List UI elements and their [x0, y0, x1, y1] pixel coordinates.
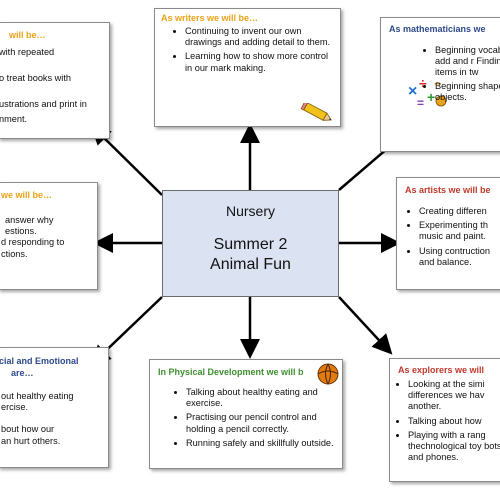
ball-icon: [317, 363, 339, 385]
box-line: bout how our: [1, 424, 55, 435]
svg-text:÷: ÷: [419, 75, 427, 91]
list-item: Experimenting th music and paint.: [419, 220, 500, 242]
box-artists: As artists we will be Creating differen …: [396, 177, 500, 290]
box-personal-social-emotional: cial and Emotional are… out healthy eati…: [0, 347, 109, 468]
box-line: d responding to: [1, 237, 65, 248]
box-title: In Physical Development we will b: [158, 367, 304, 377]
box-line: estions.: [5, 226, 37, 237]
center-topic-box: Nursery Summer 2 Animal Fun: [162, 190, 339, 297]
list-item: Talking about healthy eating and exercis…: [186, 387, 338, 409]
list-item: Beginning shapes of objects.: [435, 81, 500, 103]
box-title: As artists we will be: [405, 185, 491, 195]
svg-text:=: =: [417, 96, 424, 110]
list-item: Looking at the simi differences we hav a…: [408, 379, 500, 413]
list-item: Continuing to invent our own drawings an…: [185, 26, 336, 48]
list-item: Creating differen: [419, 206, 500, 217]
box-line: an hurt others.: [1, 435, 61, 446]
svg-text:+: +: [427, 89, 435, 105]
list-item: Learning how to show more control in our…: [185, 51, 336, 73]
box-title: cial and Emotional: [0, 356, 79, 366]
svg-text:×: ×: [408, 83, 417, 100]
box-line: with repeated: [0, 47, 55, 57]
box-line: ustrations and print in: [0, 99, 87, 110]
svg-text:−: −: [434, 76, 442, 91]
box-title: As explorers we will: [398, 365, 485, 375]
list-item: Practising our pencil control and holdin…: [186, 412, 338, 434]
arrow-down-right: [338, 296, 393, 355]
box-line: ercise.: [1, 402, 29, 413]
list-item: Talking about how: [408, 416, 500, 427]
box-line: nment.: [0, 113, 28, 124]
box-title: As mathematicians we: [389, 24, 486, 34]
list-item: Using contruction and balance.: [419, 246, 500, 268]
box-explorers: As explorers we will Looking at the simi…: [389, 358, 500, 482]
box-mathematicians: As mathematicians we × ÷ + − = Beginning…: [380, 17, 500, 152]
box-writers: As writers we will be… Continuing to inv…: [154, 8, 341, 127]
list-item: Playing with a rang thechnological toy b…: [408, 430, 500, 464]
center-topic: Animal Fun: [210, 256, 291, 273]
box-line: ctions.: [1, 248, 28, 259]
box-line: o treat books with: [0, 73, 72, 84]
box-title: are…: [11, 368, 34, 378]
arrow-up-left: [90, 124, 163, 196]
box-physical-development: In Physical Development we will b Talkin…: [149, 359, 343, 469]
pencil-icon: [300, 103, 332, 121]
box-title: As writers we will be…: [161, 13, 259, 23]
box-line: out healthy eating: [1, 391, 74, 401]
box-communication: we will be… answer why estions. d respon…: [0, 182, 98, 290]
maths-symbols-icon: × ÷ + − =: [408, 75, 447, 110]
center-title: Nursery: [225, 203, 275, 219]
box-top-left: will be… with repeated o treat books wit…: [0, 22, 110, 139]
center-term: Summer 2: [213, 236, 288, 253]
box-title: we will be…: [1, 190, 53, 200]
list-item: Beginning vocabular add and r Finding th…: [435, 45, 500, 79]
list-item: Running safely and skillfully outside.: [186, 438, 338, 449]
box-line: answer why: [5, 215, 54, 225]
box-title: will be…: [9, 30, 46, 40]
